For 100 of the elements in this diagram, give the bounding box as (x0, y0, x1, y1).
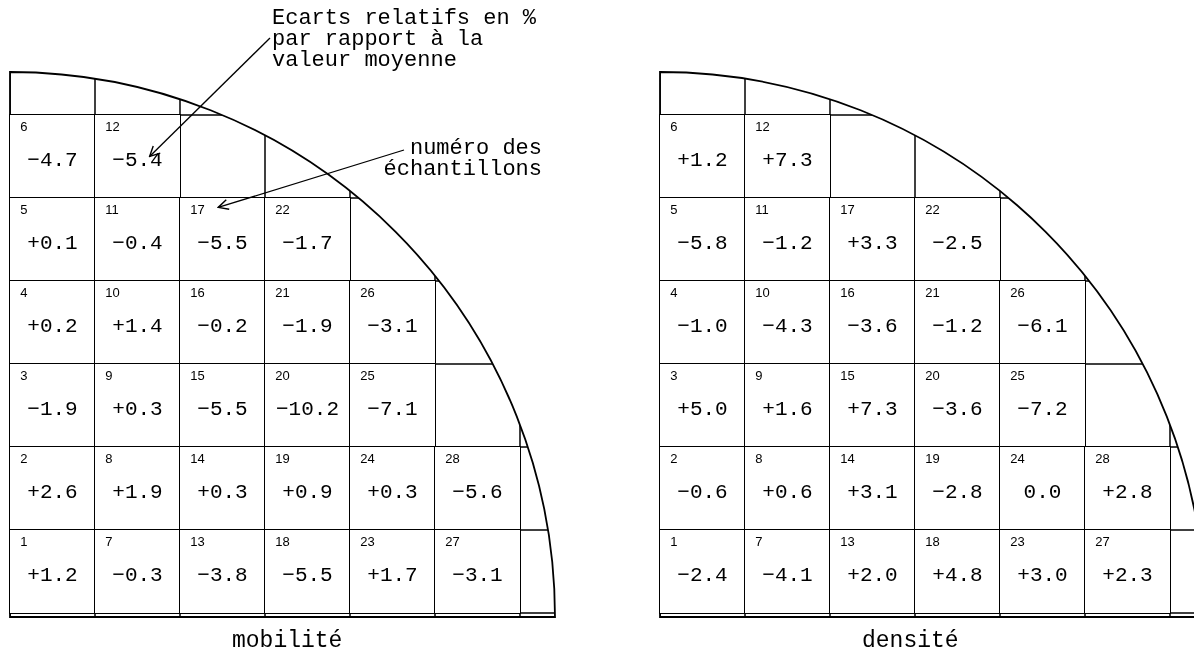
sample-number: 27 (1095, 534, 1110, 550)
deviation-value: −4.3 (761, 315, 814, 339)
deviation-value: +1.6 (761, 398, 814, 422)
deviation-value: +0.3 (196, 481, 249, 505)
sample-cell (179, 363, 266, 448)
sample-number: 21 (275, 285, 290, 301)
sample-cell (999, 446, 1086, 531)
sample-number: 24 (360, 451, 375, 467)
deviation-value: +2.0 (846, 564, 899, 588)
sample-number: 3 (670, 368, 678, 384)
sample-cell (94, 197, 181, 282)
sample-number: 25 (1010, 368, 1025, 384)
sample-cell (659, 363, 746, 448)
sample-number: 15 (190, 368, 205, 384)
deviation-value: −5.6 (451, 481, 504, 505)
sample-cell (9, 197, 96, 282)
leader-line (217, 149, 405, 210)
deviation-value: +1.2 (676, 149, 729, 173)
sample-number: 13 (840, 534, 855, 550)
sample-number: 12 (755, 119, 770, 135)
deviation-value: −0.2 (196, 315, 249, 339)
sample-cell (999, 529, 1086, 614)
sample-number: 11 (755, 202, 769, 218)
sample-cell (829, 363, 916, 448)
deviation-value: −3.8 (196, 564, 249, 588)
sample-number: 17 (840, 202, 855, 218)
sample-number: 22 (925, 202, 940, 218)
sample-cell (9, 363, 96, 448)
sample-number: 19 (925, 451, 940, 467)
annotation-text: Ecarts relatifs en % par rapport à la valeur moyenne (272, 8, 552, 71)
sample-number: 20 (925, 368, 940, 384)
sample-number: 27 (445, 534, 460, 550)
deviation-value: −2.4 (676, 564, 729, 588)
deviation-value: −5.4 (111, 149, 164, 173)
deviation-value: +2.8 (1101, 481, 1154, 505)
sample-number: 5 (20, 202, 28, 218)
sample-number: 7 (105, 534, 113, 550)
sample-cell (744, 363, 831, 448)
sample-cell (179, 280, 266, 365)
sample-number: 23 (1010, 534, 1025, 550)
deviation-value: −3.6 (931, 398, 984, 422)
sample-number: 18 (275, 534, 290, 550)
deviation-value: 0.0 (1022, 481, 1063, 505)
sample-cell (659, 114, 746, 199)
sample-cell (264, 363, 351, 448)
wafer-map (660, 72, 1194, 617)
deviation-value: −1.9 (26, 398, 79, 422)
wafer-map (10, 72, 557, 617)
sample-number: 20 (275, 368, 290, 384)
sample-cell (829, 280, 916, 365)
sample-cell (9, 529, 96, 614)
deviation-value: +2.3 (1101, 564, 1154, 588)
deviation-value: −1.0 (676, 315, 729, 339)
sample-cell (744, 529, 831, 614)
sample-cell (264, 446, 351, 531)
sample-number: 28 (1095, 451, 1110, 467)
deviation-value: +1.4 (111, 315, 164, 339)
sample-number: 25 (360, 368, 375, 384)
sample-cell (744, 280, 831, 365)
sample-cell (659, 197, 746, 282)
sample-number: 11 (105, 202, 119, 218)
sample-cell (829, 529, 916, 614)
deviation-value: −5.5 (196, 232, 249, 256)
sample-number: 8 (105, 451, 113, 467)
sample-cell (999, 363, 1086, 448)
sample-number: 3 (20, 368, 28, 384)
deviation-value: −2.5 (931, 232, 984, 256)
sample-number: 23 (360, 534, 375, 550)
deviation-value: +1.9 (111, 481, 164, 505)
deviation-value: +3.3 (846, 232, 899, 256)
sample-number: 6 (20, 119, 28, 135)
sample-number: 19 (275, 451, 290, 467)
sample-number: 13 (190, 534, 205, 550)
deviation-value: +3.0 (1016, 564, 1069, 588)
sample-number: 8 (755, 451, 763, 467)
deviation-value: −10.2 (275, 398, 340, 422)
annotation-text: numéro des échantillons (380, 138, 542, 180)
sample-number: 1 (670, 534, 678, 550)
sample-cell (9, 446, 96, 531)
sample-cell (179, 197, 266, 282)
sample-cell (914, 197, 1001, 282)
sample-cell (94, 446, 181, 531)
sample-cell (744, 446, 831, 531)
deviation-value: +7.3 (761, 149, 814, 173)
sample-cell (349, 446, 436, 531)
deviation-value: −3.6 (846, 315, 899, 339)
sample-cell (349, 363, 436, 448)
sample-cell (744, 197, 831, 282)
sample-number: 1 (20, 534, 28, 550)
deviation-value: −3.1 (366, 315, 419, 339)
deviation-value: −1.2 (761, 232, 814, 256)
map-caption: densité (862, 628, 959, 654)
sample-cell (94, 529, 181, 614)
sample-cell (179, 446, 266, 531)
sample-cell (264, 197, 351, 282)
sample-number: 28 (445, 451, 460, 467)
sample-cell (264, 280, 351, 365)
sample-number: 17 (190, 202, 205, 218)
deviation-value: −1.2 (931, 315, 984, 339)
deviation-value: −1.7 (281, 232, 334, 256)
